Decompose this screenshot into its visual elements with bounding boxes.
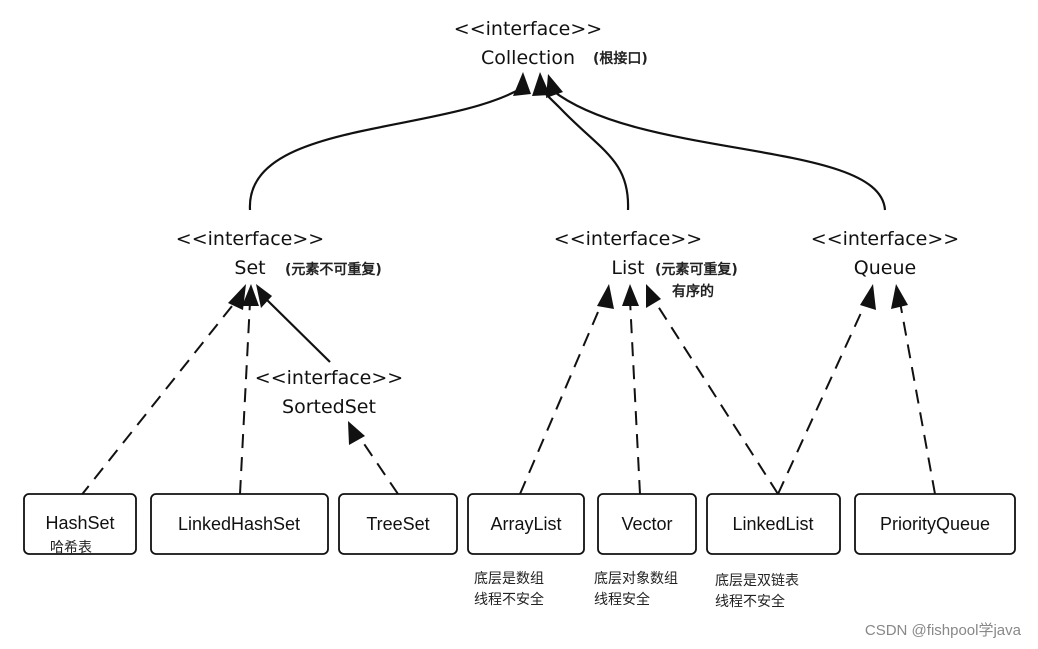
treeset-name: TreeSet bbox=[366, 514, 429, 534]
arrowhead-sortedset bbox=[348, 421, 365, 445]
collection-note: (根接口) bbox=[593, 50, 648, 67]
linkedlist-note-2: 线程不安全 bbox=[715, 593, 785, 610]
treeset-box bbox=[338, 493, 458, 555]
vector-name: Vector bbox=[621, 514, 672, 534]
edge-sortedset-set bbox=[264, 297, 331, 363]
vector-note-1: 底层对象数组 bbox=[594, 571, 678, 587]
linkedhashset-box bbox=[150, 493, 329, 555]
class-linkedlist: LinkedList 底层是双链表 线程不安全 bbox=[706, 493, 841, 610]
edge-linkedhashset-set bbox=[239, 301, 251, 495]
class-treeset: TreeSet bbox=[338, 493, 458, 555]
edge-priorityqueue-queue bbox=[899, 301, 936, 495]
class-vector: Vector 底层对象数组 线程安全 bbox=[594, 493, 697, 608]
set-stereotype: <<interface>> bbox=[176, 228, 324, 250]
hashset-note: 哈希表 bbox=[50, 540, 92, 556]
sortedset-name: SortedSet bbox=[282, 396, 376, 418]
edge-hashset-set bbox=[79, 295, 241, 498]
linkedhashset-name: LinkedHashSet bbox=[178, 514, 300, 534]
sortedset-stereotype: <<interface>> bbox=[255, 367, 403, 389]
priorityqueue-box bbox=[854, 493, 1016, 555]
class-hashset: HashSet 哈希表 bbox=[23, 493, 137, 556]
hashset-name: HashSet bbox=[45, 513, 114, 533]
vector-box bbox=[597, 493, 697, 555]
arrowhead-list-2 bbox=[622, 284, 639, 306]
interface-sortedset: <<interface>> SortedSet bbox=[255, 367, 403, 418]
arrowhead-list-1 bbox=[597, 284, 614, 309]
list-stereotype: <<interface>> bbox=[554, 228, 702, 250]
edge-vector-list bbox=[629, 299, 641, 495]
edge-linkedlist-list bbox=[653, 299, 779, 495]
edge-linkedlist-queue bbox=[777, 301, 867, 495]
arrowhead-collection-1 bbox=[513, 72, 531, 96]
hashset-box bbox=[23, 493, 137, 555]
priorityqueue-name: PriorityQueue bbox=[880, 514, 990, 534]
collection-name: Collection bbox=[481, 47, 575, 69]
list-note: (元素可重复) bbox=[655, 261, 738, 278]
interface-queue: <<interface>> Queue bbox=[811, 228, 959, 279]
interface-list: <<interface>> List (元素可重复) 有序的 bbox=[554, 228, 738, 300]
class-priorityqueue: PriorityQueue bbox=[854, 493, 1016, 555]
queue-name: Queue bbox=[854, 257, 916, 279]
edge-queue-collection bbox=[551, 89, 887, 211]
edge-treeset-sortedset bbox=[355, 431, 399, 495]
class-linkedhashset: LinkedHashSet bbox=[150, 493, 329, 555]
set-name: Set bbox=[234, 257, 265, 279]
vector-note-2: 线程安全 bbox=[594, 591, 650, 608]
linkedlist-box bbox=[706, 493, 841, 555]
set-note: (元素不可重复) bbox=[285, 261, 382, 278]
arraylist-note-1: 底层是数组 bbox=[474, 571, 544, 587]
arraylist-name: ArrayList bbox=[490, 514, 561, 534]
edge-set-collection bbox=[248, 87, 523, 211]
linkedlist-note-1: 底层是双链表 bbox=[715, 573, 799, 589]
edge-arraylist-list bbox=[519, 297, 605, 495]
interface-set: <<interface>> Set (元素不可重复) bbox=[176, 228, 382, 279]
arrowhead-queue-1 bbox=[860, 284, 876, 310]
arrowhead-set-1 bbox=[228, 284, 246, 310]
arrowhead-list-3 bbox=[646, 284, 661, 308]
arraylist-box bbox=[467, 493, 585, 555]
watermark: CSDN @fishpool学java bbox=[865, 622, 1022, 639]
arrowhead-set-3 bbox=[256, 284, 272, 308]
interface-collection: <<interface>> Collection (根接口) bbox=[454, 18, 648, 69]
queue-stereotype: <<interface>> bbox=[811, 228, 959, 250]
arrowhead-collection-3 bbox=[546, 74, 563, 98]
arrowhead-queue-2 bbox=[891, 284, 908, 309]
list-note-ordered: 有序的 bbox=[672, 283, 714, 300]
collection-stereotype: <<interface>> bbox=[454, 18, 602, 40]
edge-list-collection bbox=[540, 87, 630, 211]
arrowhead-collection-2 bbox=[532, 72, 550, 96]
list-name: List bbox=[611, 257, 644, 279]
arraylist-note-2: 线程不安全 bbox=[474, 591, 544, 608]
linkedlist-name: LinkedList bbox=[732, 514, 813, 534]
arrowhead-set-2 bbox=[242, 284, 259, 306]
class-arraylist: ArrayList 底层是数组 线程不安全 bbox=[467, 493, 585, 608]
